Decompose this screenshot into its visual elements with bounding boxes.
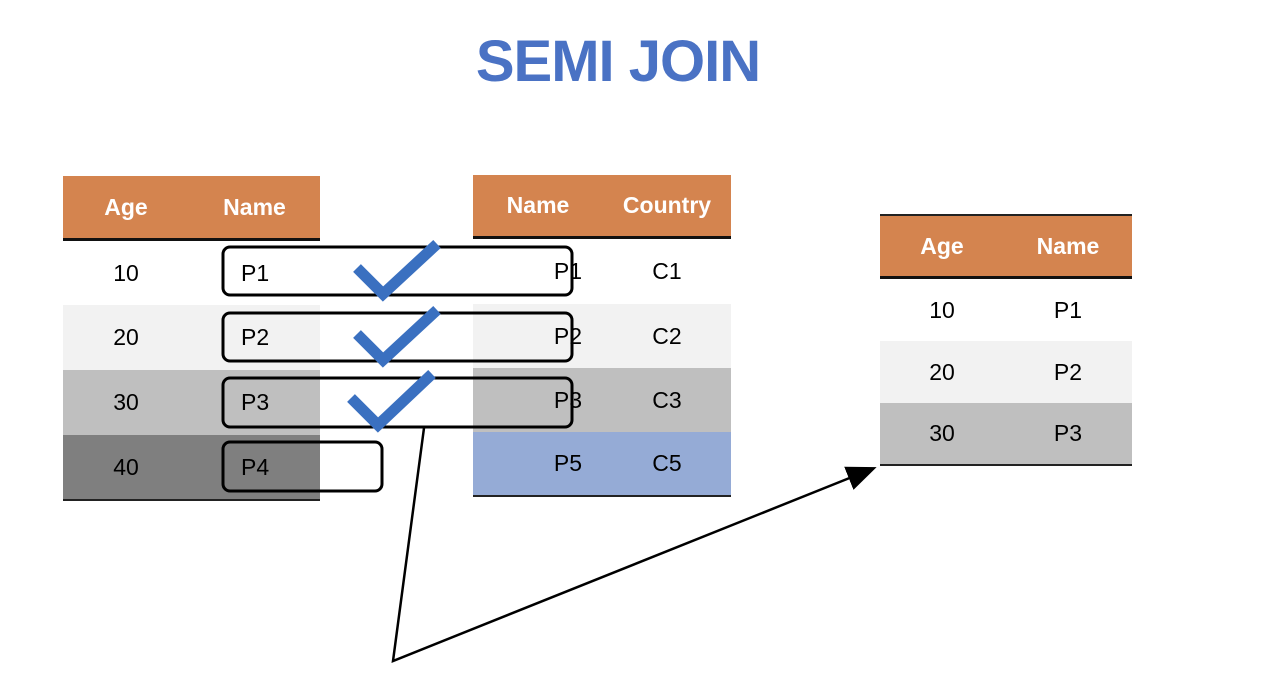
left-table: Age Name 10 P1 20 P2 30 P3 40 P4 bbox=[63, 176, 320, 501]
left-table-cell-name: P1 bbox=[241, 259, 270, 286]
right-table-cell-country: C5 bbox=[652, 450, 682, 476]
right-table-cell-country: C1 bbox=[652, 258, 682, 284]
result-table-cell-age: 10 bbox=[929, 296, 955, 323]
header-age: Age bbox=[104, 193, 148, 220]
result-table-row: 30 P3 bbox=[880, 403, 1132, 464]
result-table-row: 20 P2 bbox=[880, 341, 1132, 403]
left-table-row: 30 P3 bbox=[63, 370, 320, 435]
header-name: Name bbox=[1036, 232, 1100, 259]
non-match-box-p4 bbox=[221, 440, 384, 493]
left-table-cell-age: 10 bbox=[113, 259, 139, 286]
left-table-cell-name: P3 bbox=[241, 389, 270, 415]
right-table-cell-name: P1 bbox=[553, 258, 582, 284]
header-country: Country bbox=[622, 192, 712, 218]
left-table-cell-age: 30 bbox=[113, 389, 139, 415]
header-name: Name bbox=[506, 192, 570, 218]
right-table-cell-name: P2 bbox=[553, 322, 582, 349]
result-table-row: 10 P1 bbox=[880, 279, 1132, 341]
check-icon bbox=[353, 239, 441, 302]
right-table-header: Name Country bbox=[473, 175, 731, 239]
check-icon bbox=[353, 305, 441, 368]
page-title: SEMI JOIN bbox=[475, 29, 761, 94]
result-table-header: Age Name bbox=[880, 214, 1132, 279]
right-table-cell-country: C3 bbox=[652, 386, 682, 413]
result-table-cell-name: P3 bbox=[1053, 420, 1083, 446]
right-table-row: P2 C2 bbox=[473, 304, 731, 368]
match-box-p1 bbox=[221, 245, 574, 297]
left-table-row: 20 P2 bbox=[63, 305, 320, 370]
match-box-p2 bbox=[221, 311, 574, 363]
left-table-header: Age Name bbox=[63, 176, 320, 241]
right-table-cell-country: C2 bbox=[652, 322, 682, 349]
check-icon bbox=[347, 370, 436, 433]
left-table-row: 40 P4 bbox=[63, 435, 320, 499]
left-table-cell-name: P2 bbox=[241, 324, 270, 350]
header-age: Age bbox=[920, 232, 964, 259]
left-table-cell-age: 20 bbox=[113, 324, 139, 350]
match-box-p3 bbox=[221, 376, 574, 429]
left-table-cell-name: P4 bbox=[241, 453, 270, 480]
result-table: Age Name 10 P1 20 P2 30 P3 bbox=[880, 214, 1132, 466]
result-table-cell-name: P2 bbox=[1053, 358, 1083, 385]
right-table-cell-name: P5 bbox=[553, 450, 582, 476]
header-name: Name bbox=[223, 193, 286, 220]
right-table-row: P5 C5 bbox=[473, 432, 731, 495]
result-table-cell-age: 20 bbox=[929, 358, 955, 385]
result-table-cell-age: 30 bbox=[929, 420, 955, 446]
left-table-cell-age: 40 bbox=[113, 453, 139, 480]
result-arrow bbox=[391, 427, 877, 663]
right-table-cell-name: P3 bbox=[553, 386, 582, 413]
result-table-cell-name: P1 bbox=[1053, 296, 1083, 323]
right-table-row: P1 C1 bbox=[473, 239, 731, 304]
